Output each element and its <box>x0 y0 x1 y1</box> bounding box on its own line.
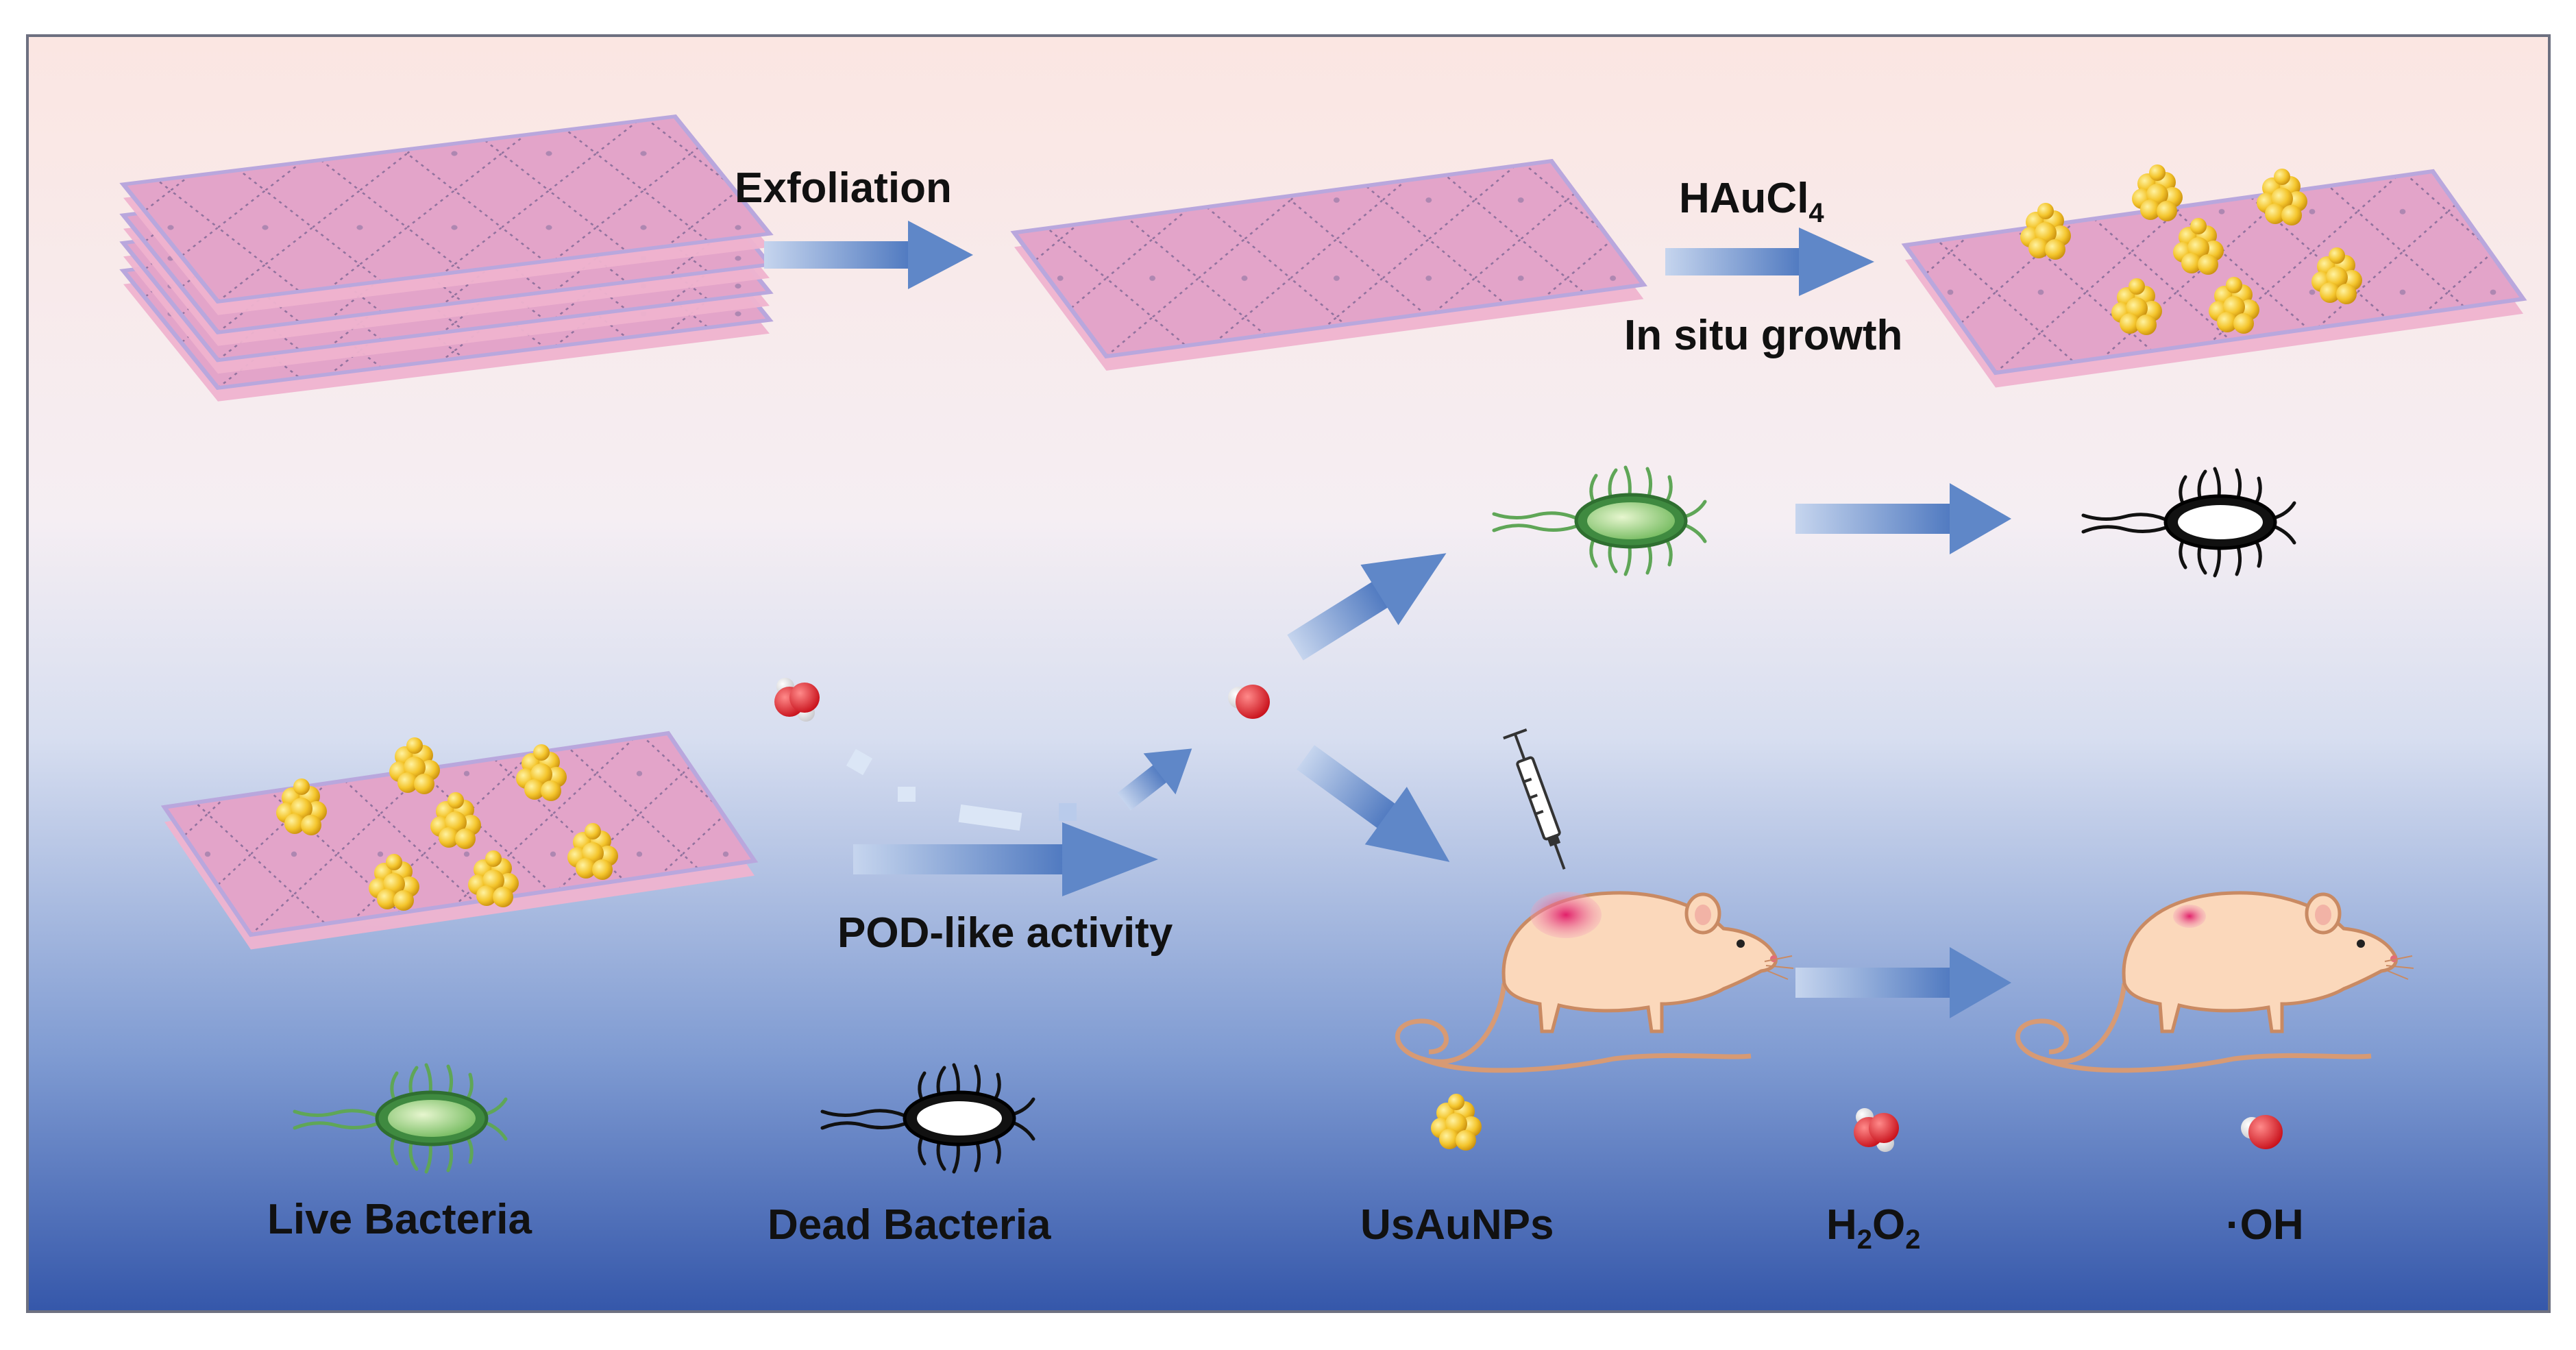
arrow-to-mouse <box>1297 745 1450 862</box>
h2o2-subscript-2: 2 <box>1905 1225 1920 1255</box>
h2o2-subscript-1: 2 <box>1857 1225 1872 1255</box>
infection-lesion-large <box>1530 892 1602 938</box>
bacteria-killing-arrow <box>1795 483 2011 554</box>
healed-mouse <box>2017 893 2414 1070</box>
legend-dead-bacteria-label: Dead Bacteria <box>768 1201 1051 1249</box>
haucl4-label: HAuCl4 <box>1679 175 1824 228</box>
legend-usaunps-label: UsAuNPs <box>1360 1201 1554 1249</box>
infection-lesion-small <box>2173 905 2206 928</box>
exfoliation-label: Exfoliation <box>735 164 952 212</box>
oh-generation-arrow <box>1117 748 1192 811</box>
infected-mouse <box>1397 892 1793 1070</box>
legend-live-bacteria-label: Live Bacteria <box>267 1196 532 1243</box>
legend-oh-label: ·OH <box>2226 1201 2304 1249</box>
pod-activity-arrow <box>853 822 1158 896</box>
legend-h2o2-label: H2O2 <box>1826 1201 1921 1255</box>
in-situ-growth-label: In situ growth <box>1624 312 1902 359</box>
arrow-to-bacteria <box>1287 553 1447 661</box>
pod-like-activity-label: POD-like activity <box>837 909 1173 957</box>
healing-arrow <box>1795 947 2011 1018</box>
fragment-pieces <box>846 748 1077 831</box>
haucl4-arrow <box>1665 228 1874 296</box>
exfoliation-arrow <box>764 221 973 289</box>
haucl4-subscript: 4 <box>1808 198 1824 228</box>
